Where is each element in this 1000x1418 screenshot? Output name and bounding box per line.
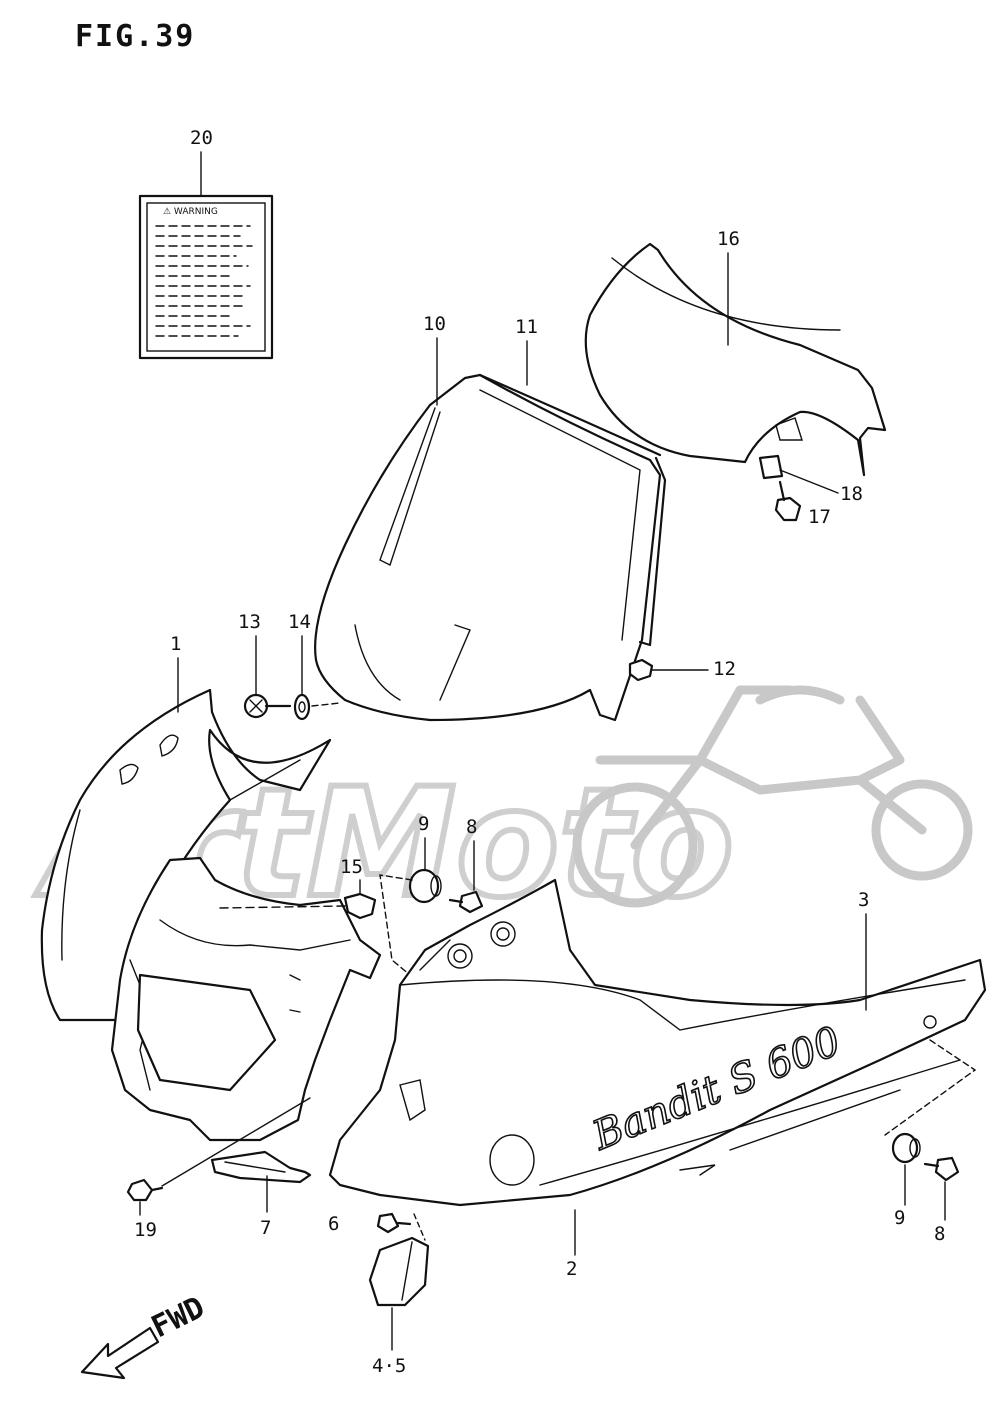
warning-label-text-lines (155, 225, 253, 337)
part-9-rubber-mount-lower (891, 1132, 921, 1164)
part-12-nut (628, 658, 654, 682)
callout-8-upper: 8 (466, 816, 477, 838)
part-1-inner-panel (110, 856, 382, 1142)
callout-15: 15 (340, 856, 363, 878)
callout-16: 16 (717, 228, 740, 250)
fwd-arrow-icon (80, 1326, 160, 1380)
callout-3: 3 (858, 889, 869, 911)
callout-7: 7 (260, 1217, 271, 1239)
callout-13: 13 (238, 611, 261, 633)
callout-20: 20 (190, 127, 213, 149)
callout-2: 2 (566, 1258, 577, 1280)
callout-12: 12 (713, 658, 736, 680)
part-11-windscreen-trim (478, 373, 667, 647)
callout-9-upper: 9 (418, 813, 429, 835)
part-6-screw (376, 1212, 412, 1234)
callout-8-lower: 8 (934, 1223, 945, 1245)
watermark-motorcycle-icon (572, 685, 973, 908)
callout-9-lower: 9 (894, 1207, 905, 1229)
part-19-screw (126, 1178, 164, 1202)
part-13-screw (243, 693, 292, 719)
part-8-bolt-lower (923, 1156, 960, 1182)
part-17-screw (774, 480, 802, 522)
part-7-lower-panel (210, 1150, 312, 1184)
callout-6: 6 (328, 1213, 339, 1235)
part-9-rubber-mount-upper (379, 868, 442, 976)
callout-11: 11 (515, 316, 538, 338)
part-8-bolt-upper (448, 890, 484, 914)
callout-10: 10 (423, 313, 446, 335)
part-20-warning-label: ⚠ WARNING (138, 194, 274, 360)
warning-label-heading: ⚠ WARNING (163, 207, 218, 217)
figure-title: FIG.39 (75, 19, 195, 54)
part-14-washer (293, 693, 341, 721)
part-18-clip-nut (758, 454, 784, 480)
part-4-5-bracket (368, 1236, 430, 1307)
part-10-windscreen (314, 373, 662, 722)
part-16-meter-cover (584, 242, 887, 477)
callout-4-5: 4·5 (372, 1355, 406, 1377)
callout-19: 19 (134, 1219, 157, 1241)
callout-1: 1 (170, 633, 181, 655)
callout-14: 14 (288, 611, 311, 633)
callout-18: 18 (840, 483, 863, 505)
callout-17: 17 (808, 506, 831, 528)
